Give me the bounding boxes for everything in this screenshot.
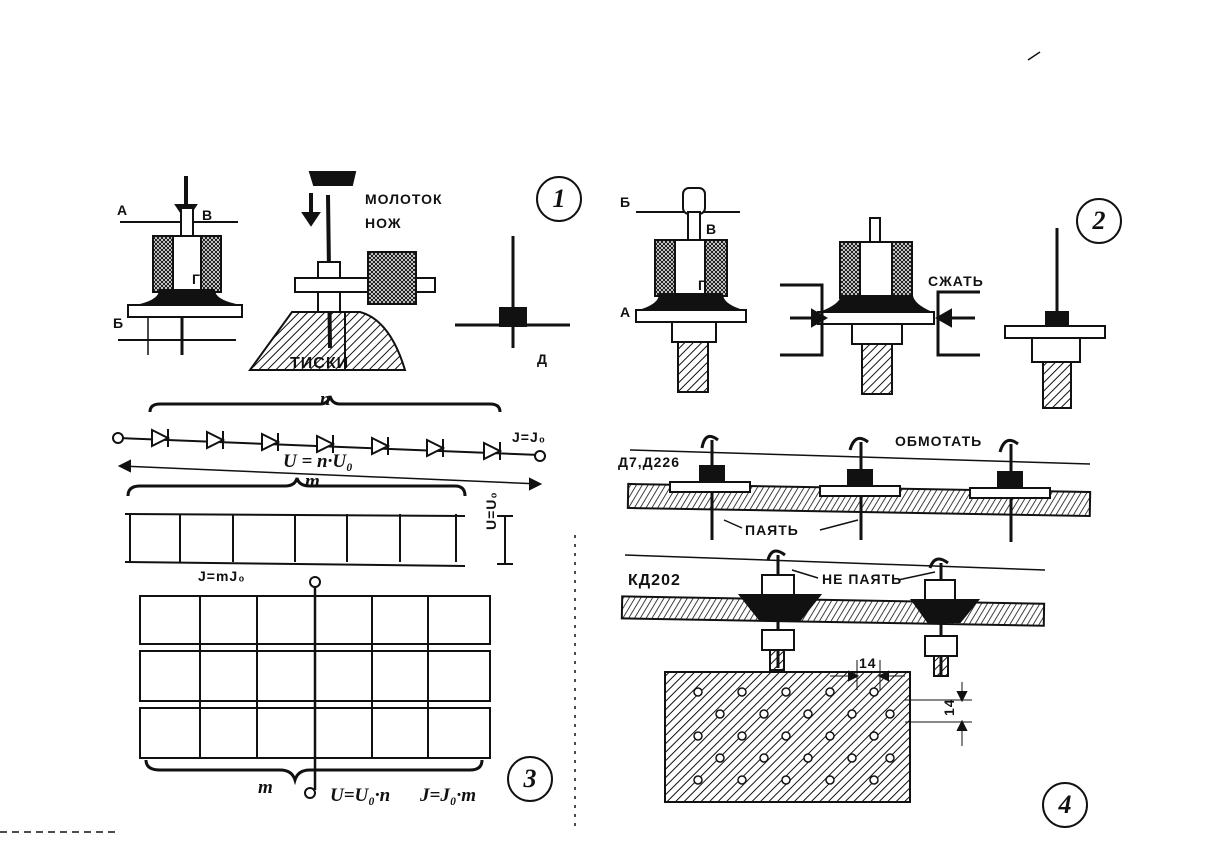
label-hammer: МОЛОТОК <box>365 191 443 207</box>
label-kd202: КД202 <box>628 572 681 589</box>
panel-number-4: 4 <box>1042 782 1088 828</box>
label-solder: ПАЯТЬ <box>745 522 799 538</box>
label-u-series: U = n·U₀ <box>283 451 353 472</box>
label-no-solder: НЕ ПАЯТЬ <box>822 571 903 587</box>
label-n-top: n <box>320 389 331 410</box>
label-knife: НОЖ <box>365 215 402 231</box>
label-a: А <box>117 202 129 218</box>
label-squeeze: СЖАТЬ <box>928 273 984 289</box>
label-u-matrix: U=U₀·n <box>330 785 391 806</box>
matrix-array <box>139 576 491 799</box>
label-b-2: Б <box>620 194 632 210</box>
panel-3-photocell-connection-schemes <box>112 395 546 799</box>
label-a-2: А <box>620 304 632 320</box>
panel-2-stud-diode-disassembly <box>635 187 1106 409</box>
panel-number-2: 2 <box>1076 198 1122 244</box>
label-diode-types: Д7,Д226 <box>618 454 680 470</box>
series-chain <box>112 395 546 491</box>
label-g-2: Г <box>698 277 707 293</box>
label-v-2: В <box>706 221 718 237</box>
label-v: В <box>202 207 214 223</box>
label-g: Г <box>192 271 201 287</box>
label-wrap: ОБМОТАТЬ <box>895 433 983 449</box>
label-j-parallel: J=mJ₀ <box>198 568 246 584</box>
panel-1-diode-disassembly <box>118 171 570 371</box>
label-j-matrix: J=J₀·m <box>420 785 476 806</box>
label-m-top: m <box>305 471 320 492</box>
label-vise: ТИСКИ <box>290 355 350 372</box>
scan-artifacts <box>0 51 1041 833</box>
label-u-parallel: U=U₀ <box>483 491 499 530</box>
label-b: Б <box>113 315 125 331</box>
parallel-row <box>124 477 513 567</box>
label-m-bottom: m <box>258 777 273 798</box>
label-d: Д <box>537 351 548 367</box>
panel-number-3: 3 <box>507 756 553 802</box>
panel-number-1: 1 <box>536 176 582 222</box>
label-dim-vertical: 14 <box>941 698 957 716</box>
label-dim-horizontal: 14 <box>859 655 877 671</box>
label-j-series: J=J₀ <box>512 429 547 445</box>
panel-4-diode-mounting <box>620 434 1092 803</box>
